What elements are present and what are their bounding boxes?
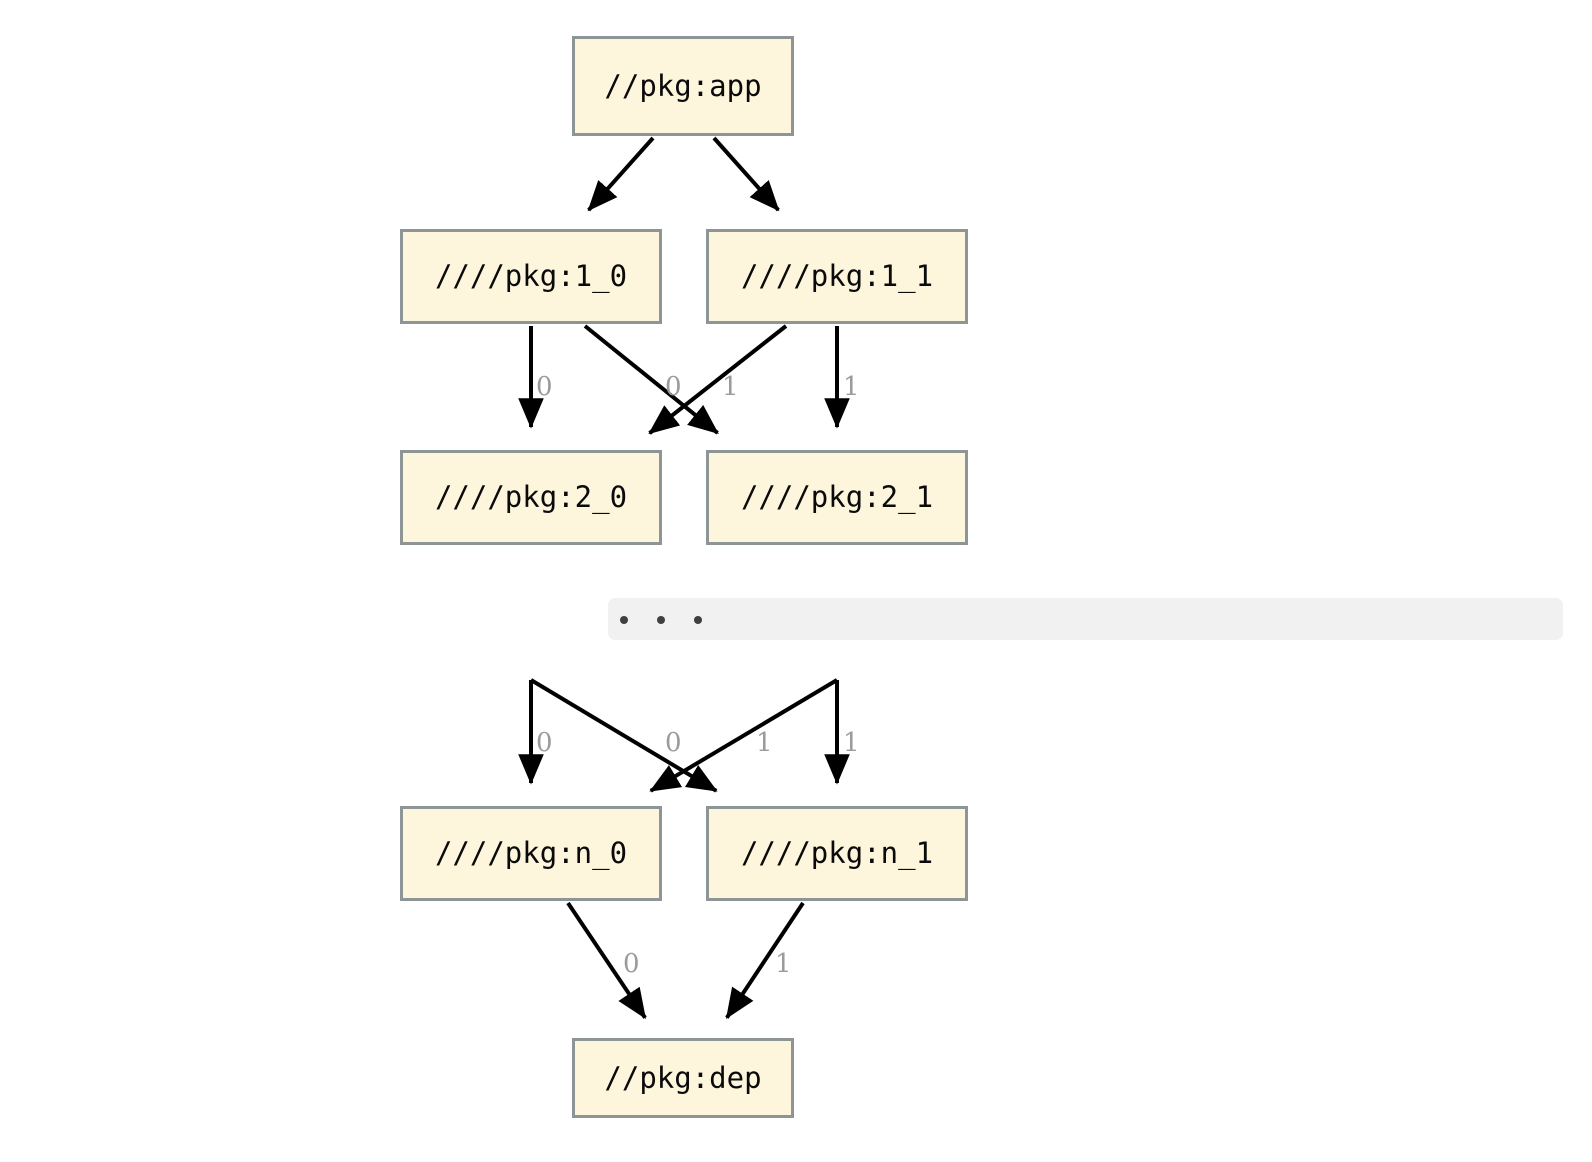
graph-node-nn_0[interactable]: ////pkg:n_0 — [400, 806, 662, 901]
graph-node-label: ////pkg:2_0 — [434, 480, 628, 514]
graph-edge — [712, 136, 780, 212]
ellipsis-dot — [620, 616, 628, 624]
graph-node-n1_0[interactable]: ////pkg:1_0 — [400, 229, 662, 324]
edge-label: 1 — [722, 372, 739, 402]
graph-node-label: //pkg:dep — [604, 1060, 762, 1095]
edge-label: 0 — [665, 728, 682, 758]
ellipsis-dot — [694, 616, 702, 624]
edge-lines — [518, 136, 850, 1020]
edge-label: 1 — [756, 728, 773, 758]
graph-edge — [725, 901, 805, 1020]
graph-edge — [566, 901, 647, 1020]
graph-node-n1_1[interactable]: ////pkg:1_1 — [706, 229, 968, 324]
edge-label: 1 — [843, 372, 860, 402]
graph-node-label: ////pkg:1_1 — [740, 259, 934, 293]
edge-label: 1 — [843, 728, 860, 758]
graph-edge — [649, 678, 839, 793]
edge-label: 0 — [536, 372, 553, 402]
graph-node-label: ////pkg:n_0 — [434, 836, 628, 870]
graph-edge — [583, 324, 719, 435]
graph-edge — [587, 136, 655, 212]
ellipsis-dots — [620, 616, 731, 624]
graph-edge — [529, 678, 718, 793]
graph-node-label: //pkg:app — [604, 68, 762, 103]
graph-node-label: ////pkg:1_0 — [434, 259, 628, 293]
edge-label: 1 — [775, 949, 792, 979]
graph-node-nn_1[interactable]: ////pkg:n_1 — [706, 806, 968, 901]
graph-node-label: ////pkg:2_1 — [740, 480, 934, 514]
graph-node-label: ////pkg:n_1 — [740, 836, 934, 870]
graph-node-n2_0[interactable]: ////pkg:2_0 — [400, 450, 662, 545]
graph-node-n2_1[interactable]: ////pkg:2_1 — [706, 450, 968, 545]
edge-label: 0 — [665, 372, 682, 402]
graph-node-app[interactable]: //pkg:app — [572, 36, 794, 136]
ellipsis-dot — [657, 616, 665, 624]
graph-node-dep[interactable]: //pkg:dep — [572, 1038, 794, 1118]
edge-label: 0 — [536, 728, 553, 758]
edge-label: 0 — [623, 949, 640, 979]
ellipsis-separator-bar — [608, 598, 1563, 640]
graph-edge — [648, 324, 788, 435]
